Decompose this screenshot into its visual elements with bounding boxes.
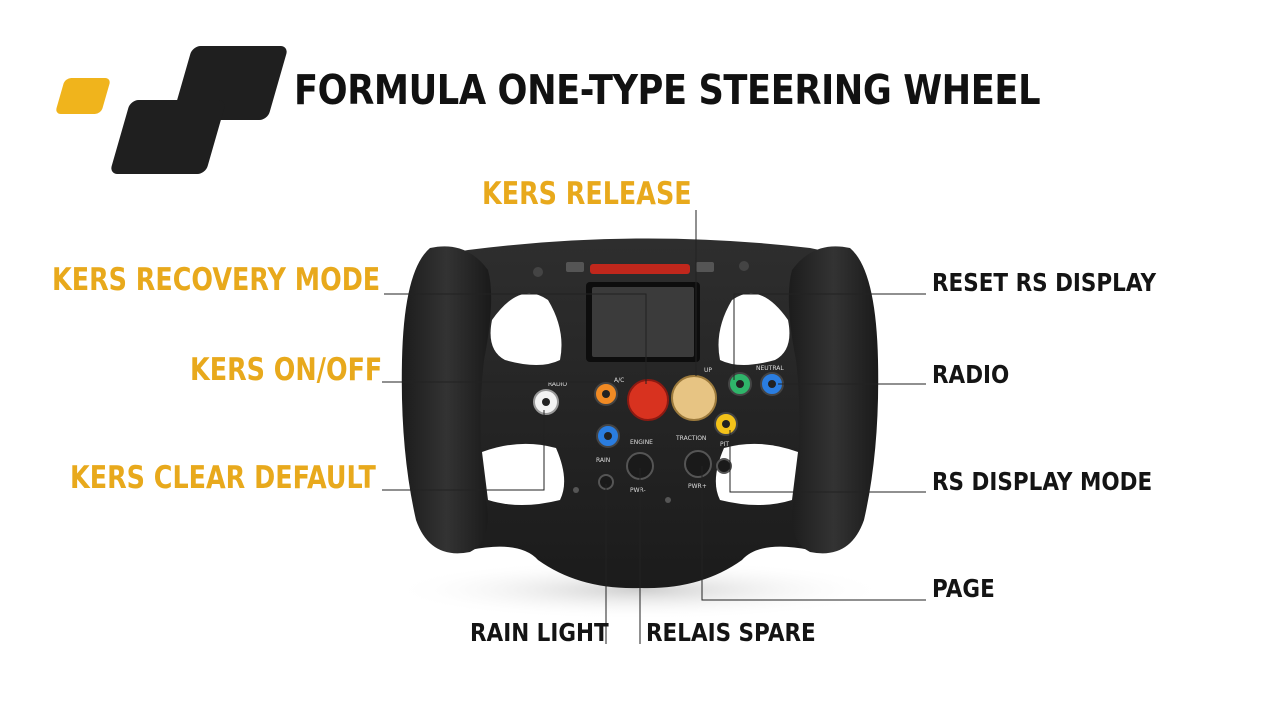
engine-rotary-dial[interactable] (627, 379, 669, 421)
button-center-dot (604, 432, 612, 440)
label-rs-display-mode: RS DISPLAY MODE (932, 467, 1153, 496)
leader-reset-rs-display (733, 293, 926, 380)
label-kers-recovery-mode: KERS RECOVERY MODE (52, 262, 381, 298)
wheel-text-engine: ENGINE (630, 439, 653, 446)
button-center-dot (768, 380, 776, 388)
bolt-icon (573, 487, 579, 493)
button-center-dot (722, 420, 730, 428)
page-title: FORMULA ONE-TYPE STEERING WHEEL (294, 66, 1041, 114)
lower-left-cutout (482, 443, 565, 505)
led-housing-left (566, 262, 584, 272)
display-screen (592, 287, 694, 357)
small-round-button[interactable] (716, 458, 732, 474)
wheel-text-pit: PIT (720, 441, 729, 448)
label-radio: RADIO (932, 360, 1010, 389)
label-kers-release: KERS RELEASE (482, 176, 692, 212)
label-rain-light: RAIN LIGHT (470, 618, 609, 647)
traction-rotary-dial[interactable] (671, 375, 717, 421)
leader-lines (382, 210, 926, 644)
leader-rs-display-mode (729, 430, 926, 493)
lower-right-cutout (715, 443, 798, 505)
wheel-text-radio: RADIO (548, 381, 567, 388)
wheel-text-neutral: NEUTRAL (756, 365, 784, 372)
bolt-icon (533, 267, 543, 277)
upper-left-cutout (490, 293, 562, 365)
wheel-text-traction: TRACTION (675, 435, 706, 442)
button-center-dot (542, 398, 550, 406)
bolt-icon (739, 261, 749, 271)
led-housing-right (696, 262, 714, 272)
wheel-text-up: UP (704, 367, 712, 374)
bolt-icon (665, 497, 671, 503)
upper-right-cutout (718, 293, 790, 365)
leader-kers-clear-default (382, 410, 545, 491)
label-relais-spare: RELAIS SPARE (646, 618, 816, 647)
pwr-plus-button[interactable] (684, 450, 712, 478)
button-center-dot (736, 380, 744, 388)
left-grip (401, 246, 492, 554)
label-kers-on-off: KERS ON/OFF (190, 352, 383, 388)
wheel-text-pwr-plus: PWR+ (688, 483, 707, 490)
label-kers-clear-default: KERS CLEAR DEFAULT (70, 460, 376, 496)
shift-light-strip (590, 264, 690, 274)
wheel-text-rain: RAIN (596, 457, 610, 464)
label-reset-rs-display: RESET RS DISPLAY (932, 268, 1157, 297)
leader-kers-recovery-mode (384, 293, 647, 384)
wheel-text-ac: A/C (614, 377, 624, 384)
button-center-dot (602, 390, 610, 398)
label-page: PAGE (932, 574, 995, 603)
leader-page (701, 466, 926, 601)
wheel-text-pwr-minus: PWR- (630, 487, 646, 494)
right-grip (788, 246, 879, 554)
